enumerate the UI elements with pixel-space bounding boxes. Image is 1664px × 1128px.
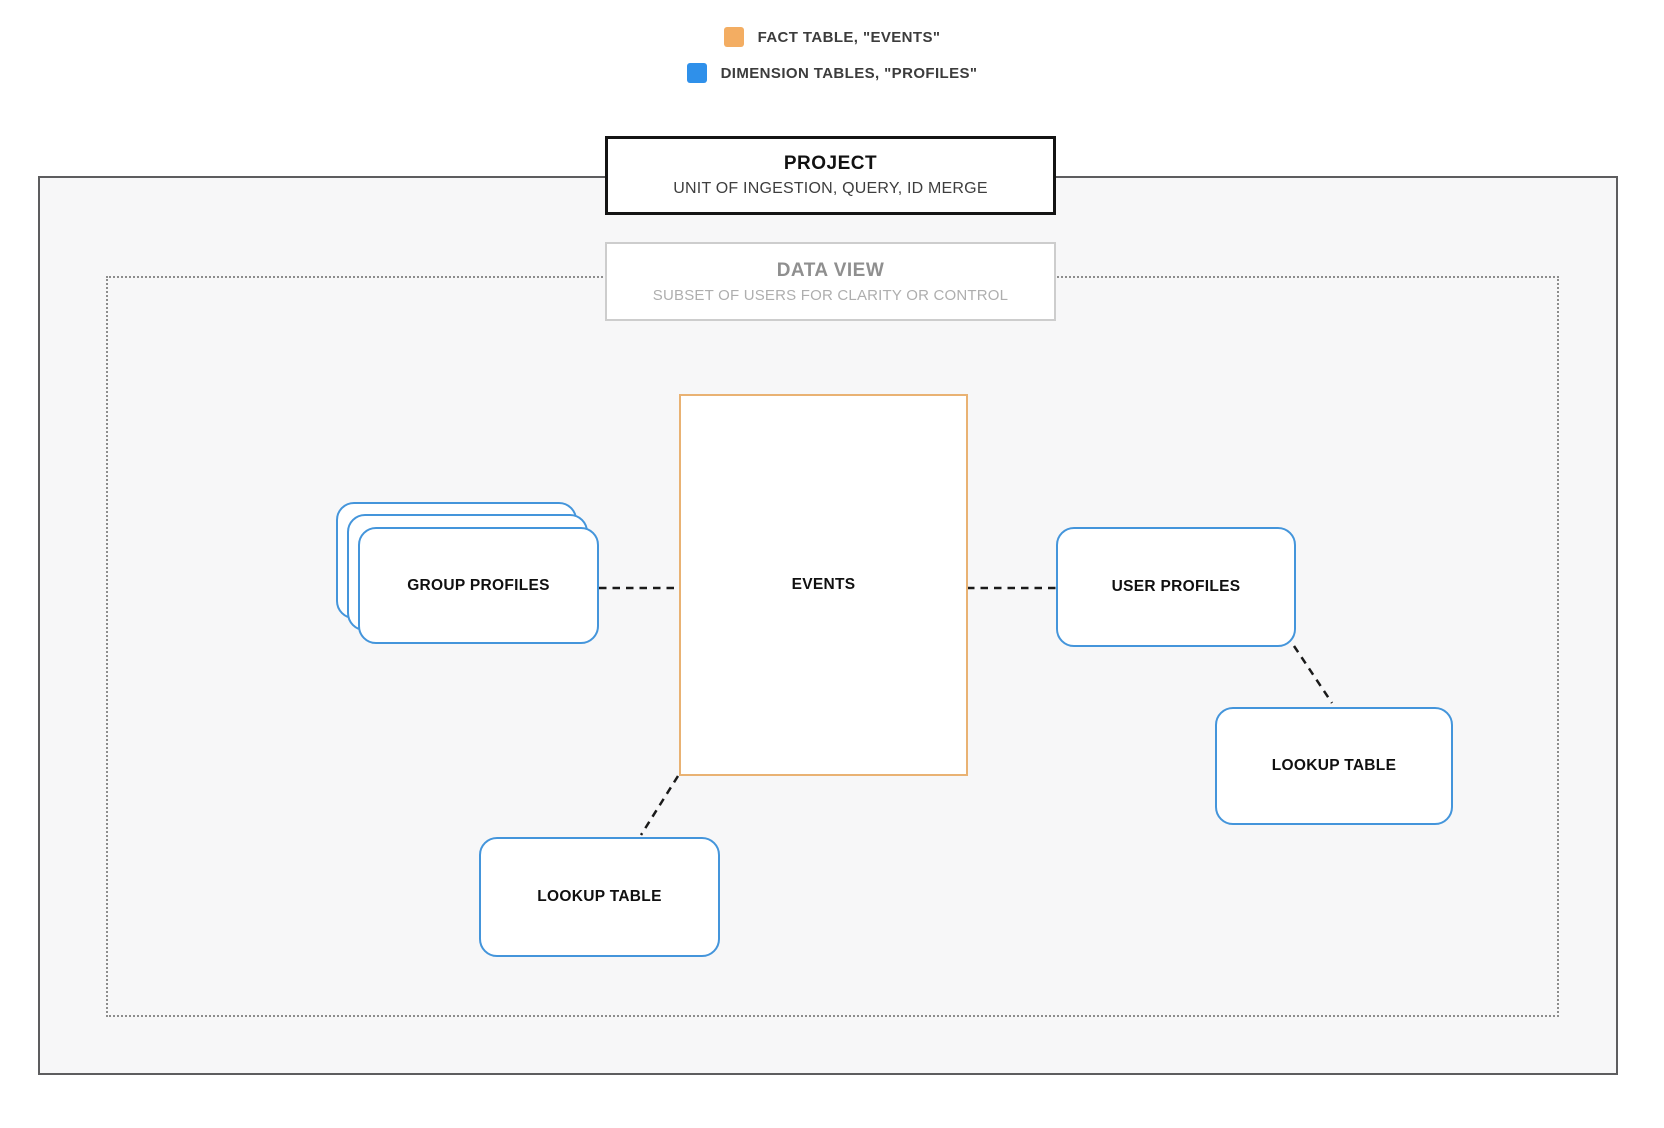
lookup-table-right-node: LOOKUP TABLE [1215, 707, 1453, 825]
data-view-subtitle: SUBSET OF USERS FOR CLARITY OR CONTROL [652, 286, 1009, 304]
lookup-table-bottom-node: LOOKUP TABLE [479, 837, 720, 957]
legend-label-dimension-tables: DIMENSION TABLES, "PROFILES" [720, 64, 978, 82]
project-box: PROJECT UNIT OF INGESTION, QUERY, ID MER… [605, 136, 1056, 215]
events-label: EVENTS [791, 576, 856, 593]
lookup-table-right-label: LOOKUP TABLE [1271, 757, 1397, 774]
user-profiles-label: USER PROFILES [1111, 578, 1241, 595]
dimension-tables-swatch-icon [686, 63, 707, 83]
legend-item-fact-table: FACT TABLE, "EVENTS" [723, 27, 941, 47]
lookup-table-bottom-label: LOOKUP TABLE [537, 888, 662, 905]
project-title: PROJECT [783, 153, 878, 174]
legend-label-fact-table: FACT TABLE, "EVENTS" [757, 28, 941, 46]
fact-table-swatch-icon [723, 27, 744, 47]
group-profiles-label: GROUP PROFILES [407, 576, 550, 594]
project-subtitle: UNIT OF INGESTION, QUERY, ID MERGE [673, 180, 988, 197]
data-view-box: DATA VIEW SUBSET OF USERS FOR CLARITY OR… [605, 242, 1056, 321]
user-profiles-node: USER PROFILES [1056, 527, 1296, 647]
legend: FACT TABLE, "EVENTS" DIMENSION TABLES, "… [0, 27, 1664, 83]
data-view-title: DATA VIEW [776, 259, 885, 281]
group-profiles-node: GROUP PROFILES [358, 527, 599, 644]
legend-item-dimension-tables: DIMENSION TABLES, "PROFILES" [686, 63, 978, 83]
events-node: EVENTS [679, 394, 968, 776]
